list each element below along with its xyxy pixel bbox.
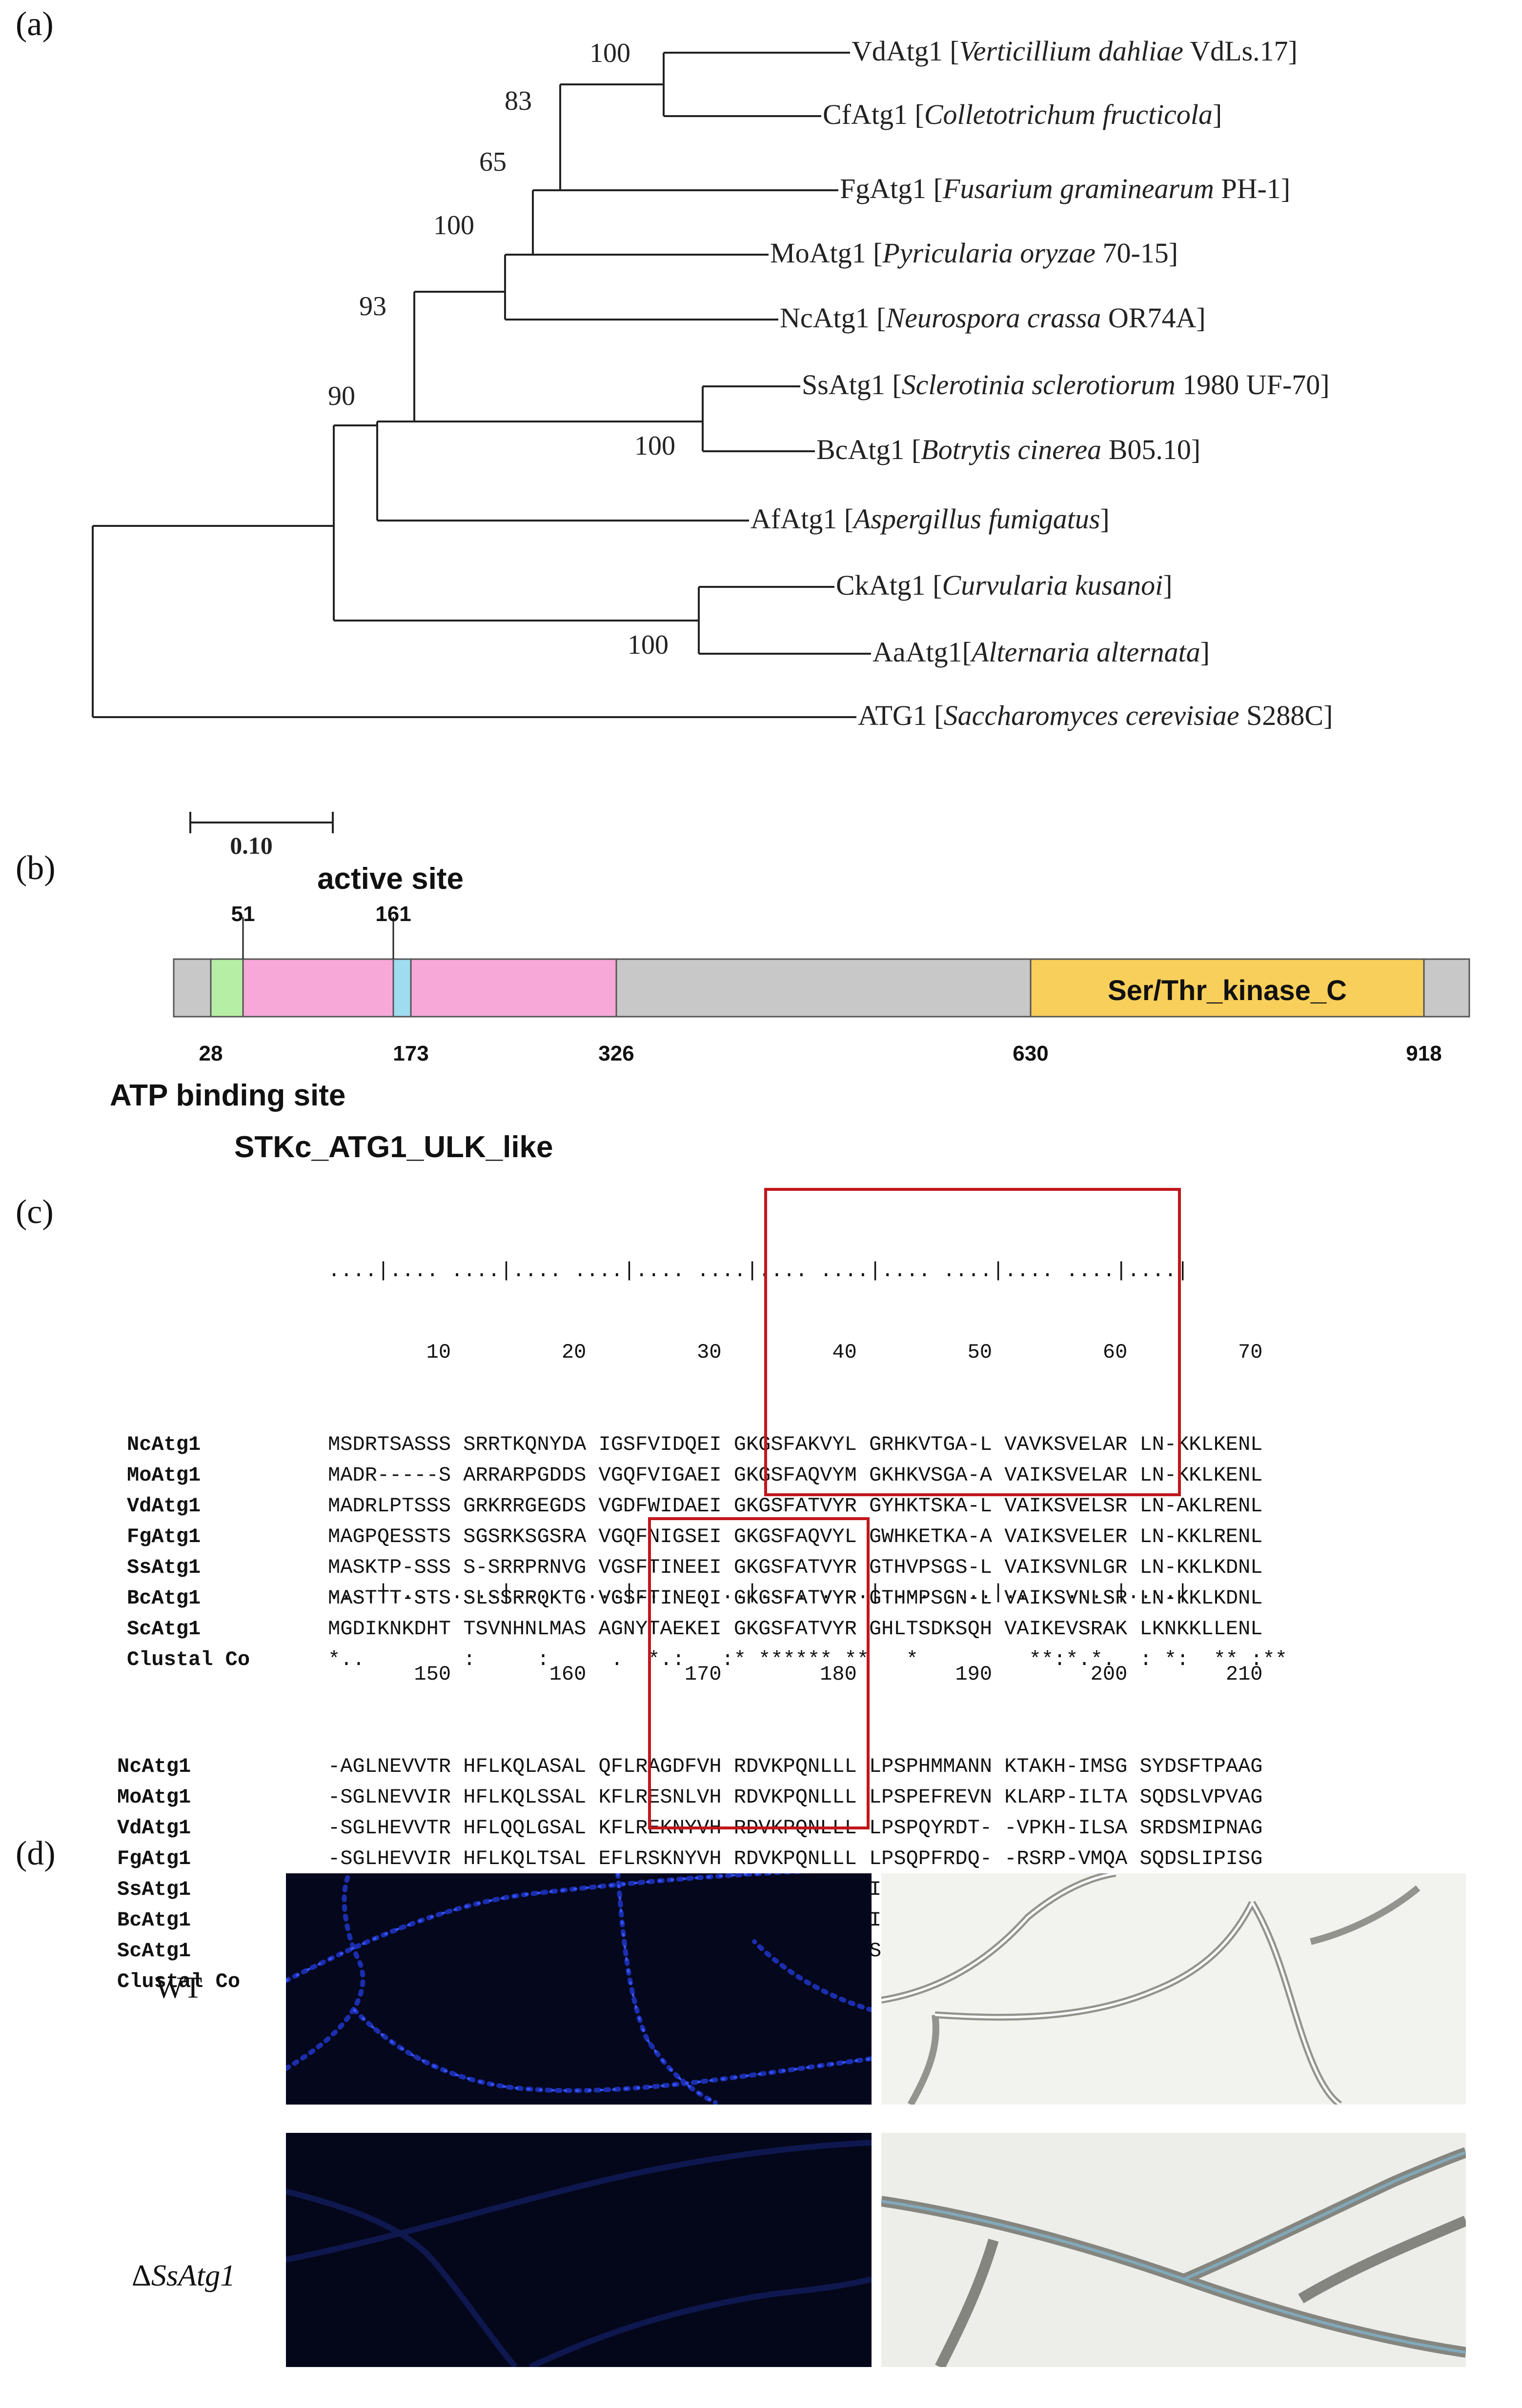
kinase-c-domain <box>1030 958 1425 1018</box>
atp-binding-label: ATP binding site <box>110 1079 345 1112</box>
alignment-sequence-name: Clustal Co <box>127 1648 250 1671</box>
bootstrap-ss-bc: 100 <box>634 431 675 461</box>
tree-branches <box>92 52 871 833</box>
wt-brightfield-image <box>881 1873 1466 2105</box>
alignment-row: MoAtg1 MADR-----S ARRARPGDDS VGQFVIGAEI G… <box>127 1460 1513 1491</box>
alignment-sequence-name: NcAtg1 <box>127 1433 201 1456</box>
leaf-ssatg1: SsAtg1 [Sclerotinia sclerotiorum 1980 UF… <box>802 369 1330 401</box>
panel-label-a: (a) <box>16 5 54 43</box>
leaf-bcatg1: BcAtg1 [Botrytis cinerea B05.10] <box>816 434 1200 465</box>
mutant-fluorescence-image <box>286 2133 872 2367</box>
bootstrap-nc: 100 <box>433 210 474 241</box>
alignment-row: Clustal Co *.. : : . *.: :* ****** ** * *… <box>127 1645 1513 1675</box>
alignment-sequence: MASKTP-SSS S-SRRPRNVG VGSFTINEEI GKGSFAT… <box>328 1556 1263 1579</box>
stkc-label: STKc_ATG1_ULK_like <box>234 1130 553 1164</box>
bootstrap-ck-aa: 100 <box>628 630 669 660</box>
alignment-row: NcAtg1 MSDRTSASSS SRRTKQNYDA IGSFVIDQEI G… <box>127 1429 1513 1460</box>
alignment-row: SsAtg1 MASKTP-SSS S-SRRPRNVG VGSFTINEEI G… <box>127 1552 1513 1583</box>
alignment-sequence-name: MoAtg1 <box>117 1786 191 1809</box>
domain-architecture: Ser/Thr_kinase_C active site 51 161 28 1… <box>110 862 1470 1164</box>
alignment-sequence-name: MoAtg1 <box>127 1464 201 1487</box>
leaf-moatg1: MoAtg1 [Pyricularia oryzae 70-15] <box>770 237 1178 269</box>
panel-label-b: (b) <box>16 849 56 887</box>
leaf-ckatg1: CkAtg1 [Curvularia kusanoi] <box>836 569 1173 601</box>
leaf-scatg1: ATG1 [Saccharomyces cerevisiae S288C] <box>858 700 1333 731</box>
position-161: 161 <box>375 902 411 926</box>
bootstrap-ss-clade: 93 <box>359 291 386 321</box>
stkc-domain <box>242 958 617 1018</box>
bootstrap-mo: 65 <box>479 147 507 177</box>
atp-binding-region <box>210 958 244 1018</box>
alignment-sequence-name: ScAtg1 <box>117 1939 191 1963</box>
alignment-sequence: *.. : : . *.: :* ****** ** * **:*.*. : *… <box>328 1648 1287 1671</box>
leaf-aaatg1: AaAtg1[Alternaria alternata] <box>873 636 1210 668</box>
alignment-sequence-name: VdAtg1 <box>117 1816 191 1840</box>
alignment-sequence: -SGLHEVVIR HFLKQLTSAL EFLRSKNYVH RDVKPQN… <box>328 1847 1263 1870</box>
position-630: 630 <box>1013 1042 1048 1065</box>
bootstrap-fg: 83 <box>505 86 532 116</box>
position-28: 28 <box>199 1042 223 1065</box>
panel-label-d: (d) <box>16 1835 56 1872</box>
alignment-row: ScAtg1 MGDIKNKDHT TSVNHNLMAS AGNYTAEKEI G… <box>127 1614 1513 1645</box>
leaf-fgatg1: FgAtg1 [Fusarium graminearum PH-1] <box>840 173 1290 204</box>
position-51: 51 <box>231 902 255 926</box>
alignment-block-1: ....|.... ....|.... ....|.... ....|.... … <box>127 1194 1513 1706</box>
alignment-sequence: MAGPQESSTS SGSRKSGSRA VGQFNIGSEI GKGSFAQ… <box>328 1525 1263 1548</box>
wt-fluorescence-image <box>286 1873 872 2105</box>
alignment-numbers-2: 150 160 170 180 190 200 210 <box>328 1663 1263 1686</box>
alignment-sequence: MADRLPTSSS GRKRRGEGDS VGDFWIDAEI GKGSFAT… <box>328 1494 1263 1518</box>
kinase-c-label: Ser/Thr_kinase_C <box>1108 975 1347 1006</box>
alignment-row: NcAtg1 -AGLNEVVTR HFLKQLASAL QFLRAGDFVH R… <box>117 1751 1513 1782</box>
alignment-sequence: MASTTT-STS SLSSRRQKTG VGSFTINEQI GKGSFAT… <box>328 1586 1263 1610</box>
conserved-region-box-1 <box>764 1188 1181 1496</box>
alignment-sequence-name: VdAtg1 <box>127 1494 201 1518</box>
active-site-region <box>392 958 412 1018</box>
alignment-sequence: MSDRTSASSS SRRTKQNYDA IGSFVIDQEI GKGSFAK… <box>328 1433 1263 1456</box>
alignment-sequence-name: SsAtg1 <box>117 1878 191 1901</box>
bootstrap-vd-cf: 100 <box>589 38 630 68</box>
active-site-label: active site <box>317 862 464 896</box>
panel-label-c: (c) <box>16 1193 54 1231</box>
scale-bar-label: 0.10 <box>230 832 273 859</box>
conserved-region-box-2 <box>648 1517 870 1829</box>
leaf-vdatg1: VdAtg1 [Verticillium dahliae VdLs.17] <box>852 35 1298 67</box>
delta-symbol: Δ <box>132 2259 151 2292</box>
alignment-sequence-name: FgAtg1 <box>117 1847 191 1870</box>
alignment-sequence-name: NcAtg1 <box>117 1755 191 1778</box>
alignment-sequence: MADR-----S ARRARPGDDS VGQFVIGAEI GKGSFAQ… <box>328 1464 1263 1487</box>
alignment-sequence: MGDIKNKDHT TSVNHNLMAS AGNYTAEKEI GKGSFAT… <box>328 1617 1263 1641</box>
alignment-row: MoAtg1 -SGLNEVVIR HFLKQLSSAL KFLRESNLVH R… <box>117 1782 1513 1813</box>
row-label-wt: WT <box>155 1971 203 2005</box>
mutant-brightfield-image <box>881 2133 1466 2367</box>
bootstrap-af: 90 <box>328 381 355 411</box>
alignment-row: VdAtg1 MADRLPTSSS GRKRRGEGDS VGDFWIDAEI G… <box>127 1491 1513 1522</box>
alignment-ruler-1: ....|.... ....|.... ....|.... ....|.... … <box>328 1259 1189 1283</box>
alignment-sequence-name: FgAtg1 <box>127 1525 201 1548</box>
alignment-sequence: -SGLNEVVIR HFLKQLSSAL KFLRESNLVH RDVKPQN… <box>328 1786 1263 1809</box>
alignment-sequence-name: ScAtg1 <box>127 1617 201 1641</box>
alignment-row: FgAtg1 MAGPQESSTS SGSRKSGSRA VGQFNIGSEI G… <box>127 1522 1513 1552</box>
alignment-row: FgAtg1 -SGLHEVVIR HFLKQLTSAL EFLRSKNYVH R… <box>117 1844 1513 1874</box>
alignment-numbers-1: 10 20 30 40 50 60 70 <box>328 1341 1263 1364</box>
alignment-sequence-name: SsAtg1 <box>127 1556 201 1579</box>
leaf-ncatg1: NcAtg1 [Neurospora crassa OR74A] <box>780 302 1206 334</box>
row-label-mutant: ΔSsAtg1 <box>132 2259 235 2293</box>
alignment-row: BcAtg1 MASTTT-STS SLSSRRQKTG VGSFTINEQI G… <box>127 1583 1513 1614</box>
alignment-ruler-2: ....|.... ....|.... ....|.... ....|.... … <box>328 1581 1189 1605</box>
position-918: 918 <box>1406 1042 1441 1065</box>
alignment-sequence-name: BcAtg1 <box>127 1586 201 1610</box>
alignment-sequence-name: BcAtg1 <box>117 1908 191 1932</box>
mutant-gene-name: SsAtg1 <box>151 2259 236 2292</box>
position-326: 326 <box>598 1042 634 1065</box>
leaf-afatg1: AfAtg1 [Aspergillus fumigatus] <box>751 503 1110 535</box>
alignment-sequence: -AGLNEVVTR HFLKQLASAL QFLRAGDFVH RDVKPQN… <box>328 1755 1263 1778</box>
alignment-sequence-name: Clustal Co <box>117 1970 241 1993</box>
position-173: 173 <box>393 1042 428 1065</box>
phylogenetic-tree: 0.10 100 83 65 100 93 90 100 100 VdAtg1 … <box>92 35 1333 859</box>
leaf-cfatg1: CfAtg1 [Colletotrichum fructicola] <box>823 99 1222 130</box>
